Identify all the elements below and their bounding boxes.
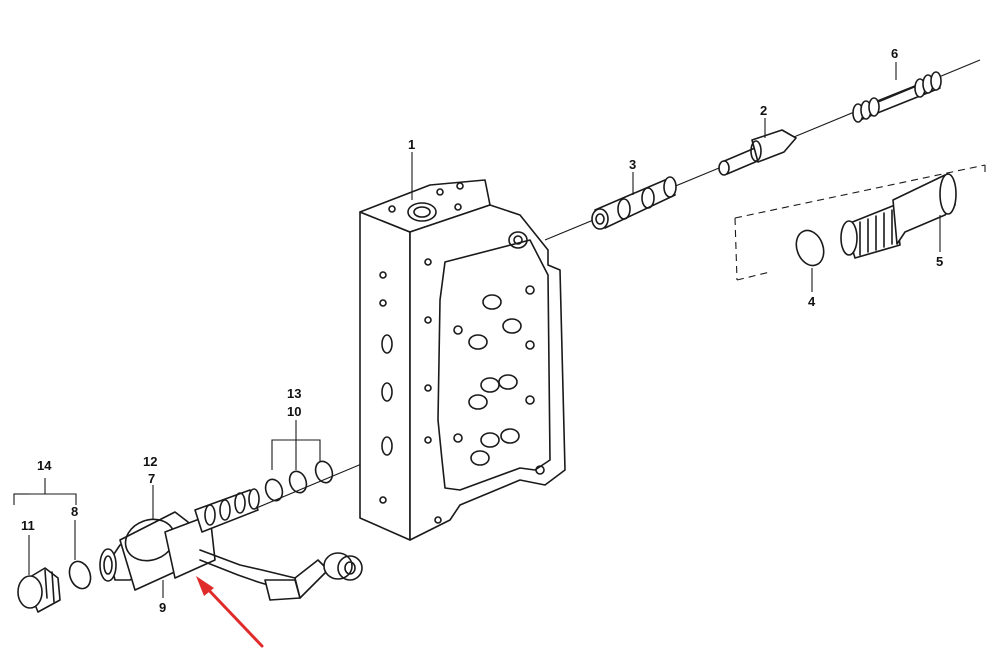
part-6-spring <box>852 71 942 123</box>
callout-6: 6 <box>891 46 898 61</box>
parts-13-10-o-rings <box>264 460 334 502</box>
callout-7: 7 <box>148 471 155 486</box>
body-bosses <box>453 285 545 475</box>
callout-2: 2 <box>760 103 767 118</box>
part-3-spool <box>591 176 677 230</box>
callout-4: 4 <box>808 294 816 309</box>
part-1-valve-body <box>359 179 566 541</box>
callout-5: 5 <box>936 254 943 269</box>
callout-13: 13 <box>287 386 301 401</box>
callout-8: 8 <box>71 504 78 519</box>
part-2-plunger <box>718 129 797 176</box>
callout-1: 1 <box>408 137 415 152</box>
axis-lines <box>179 59 981 541</box>
callout-labels: 1 2 3 6 4 5 13 10 12 7 9 14 8 11 <box>21 46 943 615</box>
red-indicator-arrow <box>196 576 264 648</box>
part-12-7-solenoid <box>99 488 363 601</box>
callout-12: 12 <box>143 454 157 469</box>
callout-11: 11 <box>21 518 35 533</box>
callout-14: 14 <box>37 458 52 473</box>
callout-9: 9 <box>159 600 166 615</box>
dashed-group-4-5 <box>734 164 986 281</box>
callout-3: 3 <box>629 157 636 172</box>
callout-10: 10 <box>287 404 301 419</box>
part-4-o-ring <box>795 229 825 267</box>
part-11-cap-nut <box>17 567 61 613</box>
part-8-o-ring <box>68 560 92 590</box>
leader-lines <box>13 62 941 598</box>
part-5-threaded-plug <box>840 173 957 259</box>
